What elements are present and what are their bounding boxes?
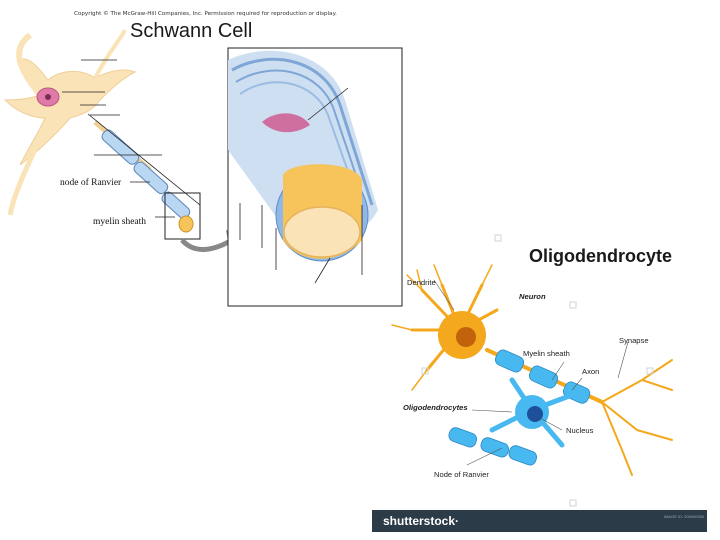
myelin-sheath-label: myelin sheath: [93, 217, 147, 227]
neuron-cell-body: [3, 29, 137, 216]
schwann-cell-illustration: [3, 29, 403, 307]
schwann-cell-title: Schwann Cell: [130, 20, 253, 42]
neuron-label: Neuron: [519, 292, 546, 301]
node-of-ranvier-label: node of Ranvier: [60, 178, 122, 188]
node-of-ranvier-label-oligo: Node of Ranvier: [434, 470, 489, 479]
axon-cross-section: [283, 206, 361, 258]
stock-image-id: IMAGE ID: 000000000: [664, 514, 705, 519]
cross-section-panel: [227, 47, 403, 307]
axon-label: Axon: [582, 367, 600, 376]
nucleus-label: Nucleus: [566, 426, 594, 435]
stock-logo: shutterstock·: [383, 514, 460, 528]
dendrite-label: Dendrite: [407, 278, 436, 287]
highlight-box: [164, 192, 201, 240]
oligodendrocyte-illustration: [391, 234, 673, 507]
zoom-arrow: [180, 237, 234, 252]
copyright-notice: Copyright © The McGraw-Hill Companies, I…: [74, 11, 337, 17]
watermark-icons: [421, 234, 654, 507]
myelinated-axon: [93, 120, 191, 219]
oligodendrocyte-title: Oligodendrocyte: [529, 246, 673, 266]
myelin-segments: [448, 349, 591, 466]
myelin-sheath-label-oligo: Myelin sheath: [523, 349, 570, 358]
oligodendrocytes-label: Oligodendrocytes: [403, 403, 468, 412]
stock-footer-bar: [372, 510, 707, 532]
synapse-label: Synapse: [619, 336, 649, 345]
